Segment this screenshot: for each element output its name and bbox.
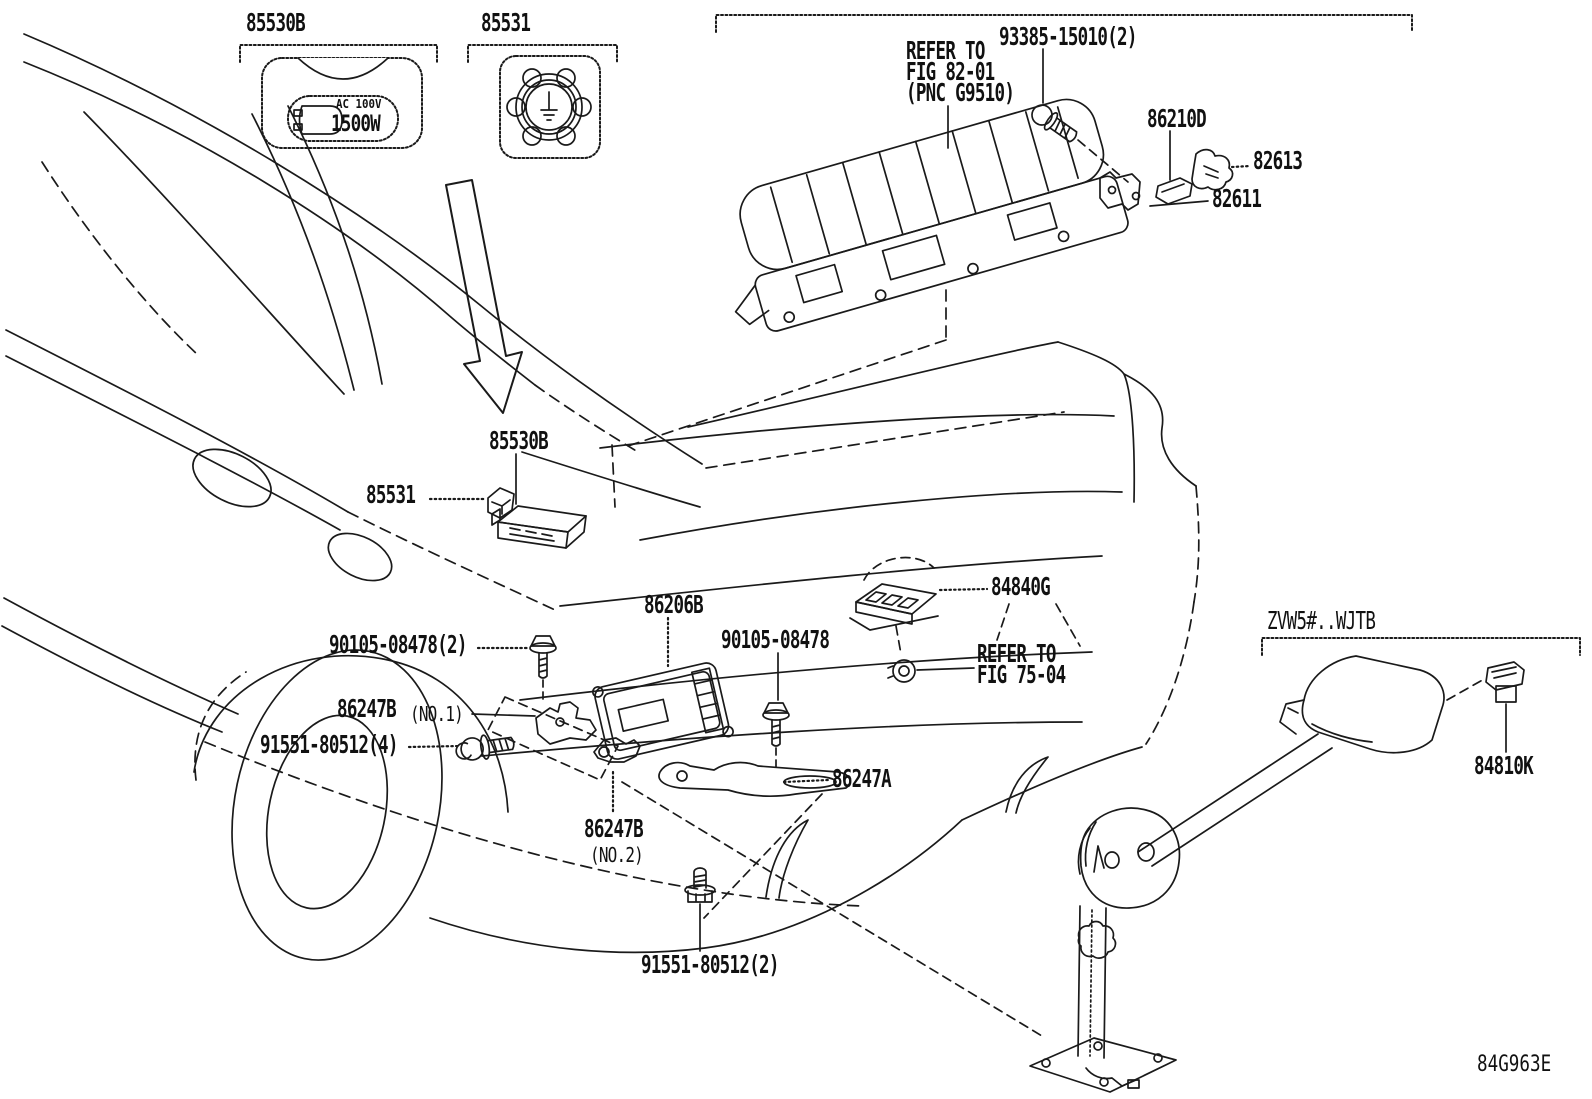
label-outlet-car: 85530B	[489, 426, 549, 455]
label-screw-93385: 93385-15010(2)	[999, 22, 1137, 51]
label-variant-code: ZVW5#..WJTB	[1267, 606, 1376, 635]
rod-line-b	[1151, 747, 1333, 867]
ground-terminal-detail-icon	[499, 55, 601, 159]
label-86247b-no1: 86247B	[337, 694, 397, 723]
label-86206b: 86206B	[644, 590, 704, 619]
rod-line-a	[1137, 733, 1319, 853]
dash-84840g-a	[996, 603, 1010, 641]
stud-91551x2-icon	[684, 867, 716, 903]
label-86247b-no2: 86247B	[584, 814, 644, 843]
outlet-connector-icon	[491, 505, 587, 549]
label-91551x4: 91551-80512(4)	[260, 730, 398, 759]
bracket-86247b-no1-icon	[535, 701, 597, 745]
label-84840g: 84840G	[991, 572, 1051, 601]
pointer-arrow	[445, 179, 523, 414]
leader-86247a	[782, 778, 830, 784]
hv-battery-assembly	[734, 98, 1129, 332]
shift-handle-icon	[1279, 655, 1445, 754]
screw-91551x4-icon	[455, 734, 515, 761]
label-86247a: 86247A	[832, 764, 892, 793]
clamp-86247b-no2-icon	[593, 737, 641, 763]
outlet-detail-icon	[261, 57, 423, 149]
dash-switch-grommet	[895, 625, 902, 655]
plug-icon	[293, 105, 343, 135]
label-82613: 82613	[1253, 146, 1303, 175]
label-86210d: 86210D	[1147, 104, 1207, 133]
label-90105: 90105-08478	[721, 625, 830, 654]
rear-wheel	[231, 649, 443, 961]
label-outlet-box: 85530B	[246, 8, 306, 37]
label-refer-fig75: REFER TO FIG 75-04	[977, 639, 1066, 689]
label-84810k: 84810K	[1474, 751, 1534, 780]
leader-84840g	[938, 587, 989, 592]
label-82611: 82611	[1212, 184, 1262, 213]
label-90105x2: 90105-08478(2)	[329, 630, 467, 659]
bracket-86210d-icon	[1155, 177, 1193, 205]
label-ground-box: 85531	[481, 8, 531, 37]
dash-switch-recess	[863, 556, 935, 581]
ecu-86206b-icon	[591, 662, 734, 760]
dash-to-stand	[621, 781, 1043, 1037]
dash-84840g-b	[1055, 603, 1081, 647]
ground-symbol-icon	[540, 91, 558, 121]
bracket-82611-icon	[1099, 171, 1141, 211]
bolt-90105-icon	[762, 702, 790, 747]
label-91551x2: 91551-80512(2)	[641, 950, 779, 979]
clip-82613-icon	[1191, 148, 1234, 191]
grommet-icon	[887, 659, 916, 683]
leader-91551x4	[407, 744, 462, 749]
floor-stand-icon	[1029, 807, 1181, 1093]
leader-86247b-no1	[471, 713, 536, 717]
car-body-outline	[1, 33, 1200, 961]
bolt-90105x2-icon	[529, 635, 557, 679]
dash-screw-to-bracket	[1077, 139, 1129, 183]
bracket-battery-section	[715, 14, 1413, 33]
connector-84810k-icon	[1485, 661, 1525, 703]
leader-82613	[1230, 164, 1252, 169]
label-86247b-no1-suffix: (NO.1)	[410, 702, 464, 726]
screw-93385-icon	[1031, 104, 1078, 143]
bracket-outlet-box	[239, 44, 438, 63]
label-ground-car: 85531	[366, 480, 416, 509]
dash-handle-connector	[1446, 677, 1487, 701]
ground-connector-icon	[487, 487, 515, 519]
rear-wheel-rim	[265, 714, 389, 910]
dash-cross	[703, 793, 823, 919]
callout-brackets	[239, 14, 1581, 656]
label-86247b-no2-suffix: (NO.2)	[590, 843, 644, 867]
leader-refer-fig75	[916, 667, 975, 671]
label-outlet-ac: AC 100V	[336, 97, 382, 111]
switch-84840g-icon	[849, 583, 939, 631]
bracket-ground-box	[467, 44, 618, 63]
label-refer-fig82: REFER TO FIG 82-01 (PNC G9510)	[906, 36, 1015, 107]
bracket-variant-section	[1261, 637, 1581, 656]
dash-ecu-bracket	[487, 696, 619, 781]
label-figure-code: 84G963E	[1477, 1052, 1552, 1077]
leader-82611	[1149, 200, 1209, 207]
label-outlet-w: 1500W	[331, 112, 381, 137]
